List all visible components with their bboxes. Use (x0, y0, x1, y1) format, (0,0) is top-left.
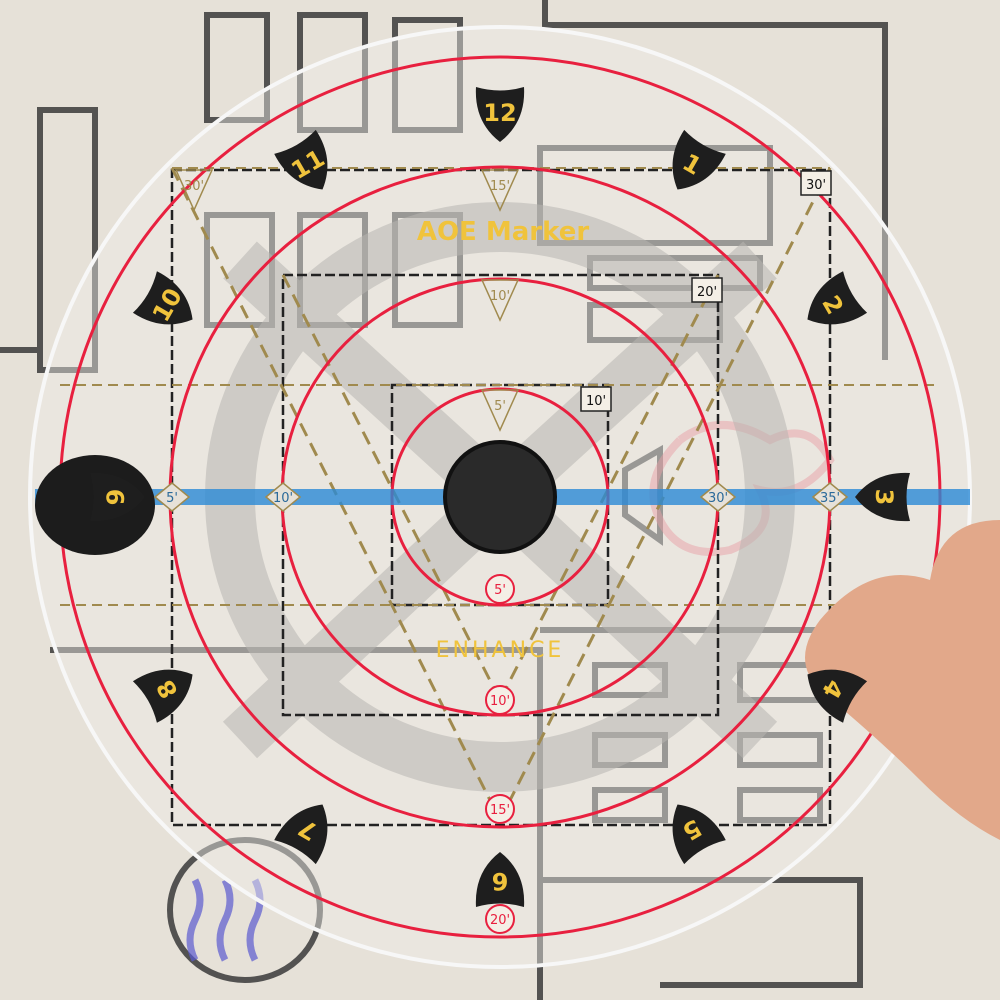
svg-text:5': 5' (166, 491, 178, 506)
range-labels: 5' 10' 15' 20' 10' 20' 30' 5' 10' 15' 30' 5' 10' 30' 3… (153, 169, 849, 934)
clock-shield-9: 9 (90, 472, 145, 522)
range-label: 35' (811, 482, 849, 512)
svg-text:10': 10' (273, 491, 293, 506)
clock-number: 6 (492, 867, 509, 895)
brand-name: ENHANCE (436, 638, 565, 663)
clock-number: 9 (102, 489, 130, 506)
range-label: 10' (580, 386, 612, 412)
range-label: 15' (485, 794, 515, 824)
clock-number: 12 (483, 99, 516, 127)
svg-text:5': 5' (494, 583, 506, 598)
range-label: 20' (485, 904, 515, 934)
range-label: 30' (699, 482, 737, 512)
range-label: 5' (153, 482, 191, 512)
range-label: 10' (264, 482, 302, 512)
range-label: 30' (174, 169, 214, 212)
clock-shield-6: 6 (475, 852, 525, 907)
clock-shield-3: 3 (855, 472, 910, 522)
svg-text:30': 30' (806, 178, 826, 193)
hand (805, 520, 1000, 840)
range-label: 30' (800, 170, 832, 196)
svg-text:10': 10' (490, 694, 510, 709)
clock-shield-8: 8 (132, 669, 193, 723)
clock-shield-12: 12 (475, 87, 525, 142)
svg-text:10': 10' (586, 394, 606, 409)
clock-shield-10: 10 (132, 271, 193, 326)
svg-text:15': 15' (490, 179, 510, 194)
clock-shield-1: 1 (672, 129, 726, 190)
range-label: 5' (480, 389, 520, 432)
clock-shield-2: 2 (807, 271, 868, 325)
product-title: AOE Marker (417, 217, 590, 247)
svg-text:10': 10' (490, 289, 510, 304)
range-label: 10' (480, 279, 520, 322)
svg-text:30': 30' (184, 179, 204, 194)
clock-number: 3 (870, 489, 898, 506)
range-label: 10' (485, 685, 515, 715)
svg-text:20': 20' (490, 913, 510, 928)
svg-text:20': 20' (697, 285, 717, 300)
svg-text:5': 5' (494, 399, 506, 414)
range-label: 20' (691, 277, 723, 303)
svg-text:30': 30' (708, 491, 728, 506)
clock-shield-5: 5 (672, 804, 726, 865)
clock-shield-7: 7 (274, 804, 328, 865)
svg-text:15': 15' (490, 803, 510, 818)
range-label: 15' (480, 169, 520, 212)
clock-shield-11: 11 (274, 129, 329, 190)
water-marks (186, 878, 264, 962)
clock-shield-4: 4 (807, 669, 868, 723)
center-miniature-base[interactable] (443, 440, 557, 554)
svg-text:35': 35' (820, 491, 840, 506)
range-label: 5' (485, 574, 515, 604)
